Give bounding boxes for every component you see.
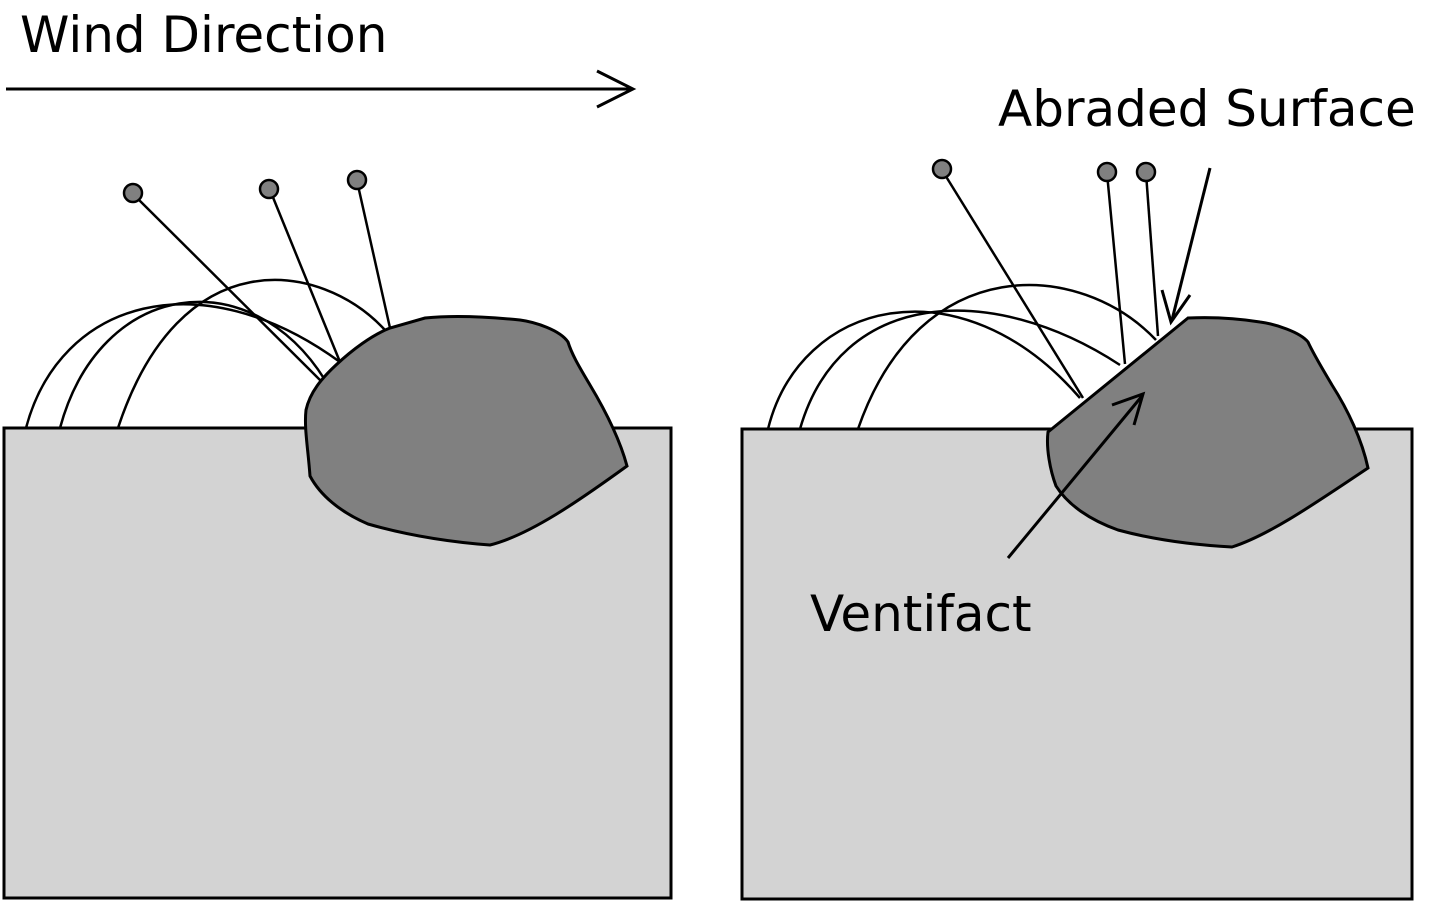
abraded-surface-arrow-icon (1160, 167, 1212, 326)
ventifact-rock (1046, 316, 1370, 549)
right-panel: Abraded Surface Ventifact (740, 80, 1416, 901)
wind-direction-label: Wind Direction (20, 6, 387, 64)
rock-left (303, 315, 629, 547)
ventifact-arrow-icon (1006, 391, 1146, 559)
sand-grain (122, 182, 144, 204)
abraded-surface-label: Abraded Surface (998, 80, 1416, 138)
sand-grain (1096, 161, 1118, 183)
left-panel (2, 169, 673, 900)
sand-grain (931, 158, 953, 180)
wind-direction-arrow-icon (6, 69, 637, 109)
grain-trajectories-left (24, 278, 386, 429)
grain-rays-right (940, 169, 1160, 399)
sand-grain (1135, 161, 1157, 183)
sand-grain (258, 178, 280, 200)
ventifact-label: Ventifact (810, 585, 1032, 643)
grain-rays-left (132, 180, 392, 383)
sand-grain (346, 169, 368, 191)
